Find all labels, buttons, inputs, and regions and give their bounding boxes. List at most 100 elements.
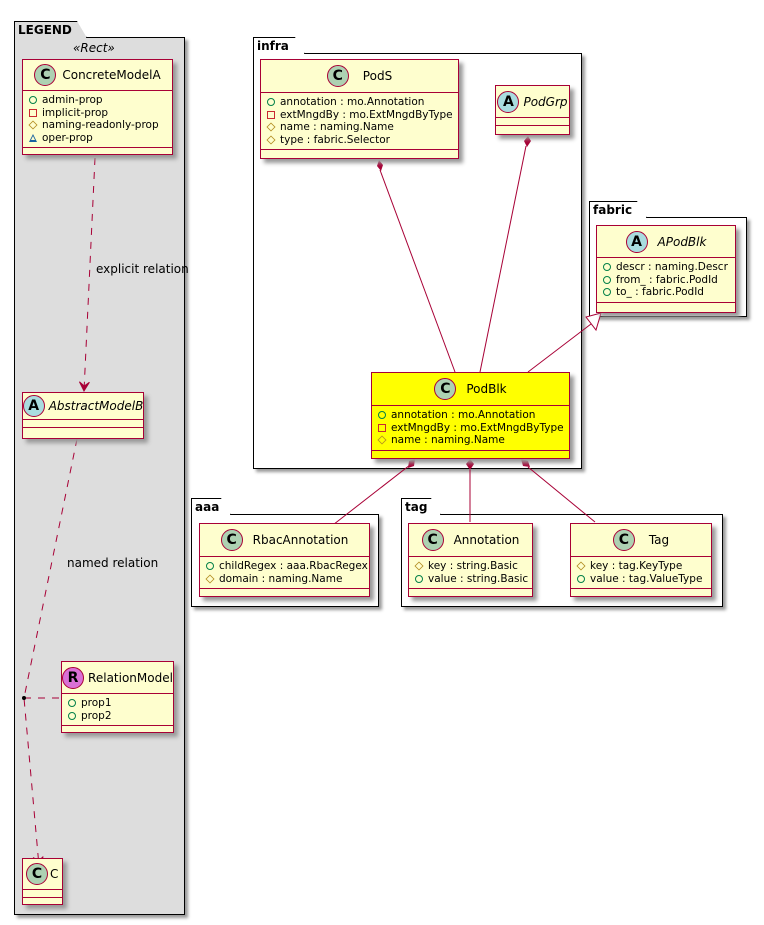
attribute-list: childRegex : aaa.RbacRegex domain : nami…: [200, 557, 369, 589]
private-icon: [267, 110, 275, 119]
class-c[interactable]: C C: [22, 858, 63, 905]
attribute-list: [496, 118, 569, 126]
public-icon: [206, 562, 214, 571]
class-header: C ConcreteModelA: [23, 60, 172, 91]
attribute: naming-readonly-prop: [28, 119, 166, 132]
class-name: AbstractModelB: [48, 399, 144, 413]
class-name: PodS: [362, 69, 393, 83]
protected-icon: [28, 120, 38, 130]
package-visibility-icon: [29, 133, 37, 142]
generalization-triangle: [585, 312, 602, 332]
attribute: value : tag.ValueType: [577, 573, 705, 586]
class-name: PodBlk: [466, 382, 507, 396]
abstract-class-icon: A: [22, 395, 45, 417]
package-aaa-tab: aaa: [191, 498, 231, 515]
attribute: name : naming.Name: [377, 434, 563, 447]
class-apodblk[interactable]: A APodBlk descr : naming.Descr from_ : f…: [596, 225, 736, 313]
attribute: value : string.Basic: [415, 573, 528, 586]
attribute: to_ : fabric.PodId: [603, 286, 729, 299]
class-concrete-model-a[interactable]: C ConcreteModelA admin-prop implicit-pro…: [22, 59, 173, 155]
public-icon: [68, 711, 76, 720]
class-header: C C: [23, 859, 62, 890]
class-c-icon: C: [26, 863, 48, 885]
abstract-class-icon: A: [625, 230, 648, 253]
class-c-icon: C: [612, 529, 635, 551]
public-icon: [29, 96, 37, 105]
class-header: C PodS: [261, 60, 458, 93]
package-legend-tab: LEGEND: [14, 21, 87, 38]
class-name: C: [50, 867, 59, 881]
class-name: RbacAnnotation: [252, 533, 349, 547]
class-c-icon: C: [434, 378, 457, 400]
public-icon: [68, 699, 76, 708]
attribute-list: prop1 prop2: [62, 694, 173, 726]
attribute: extMngdBy : mo.ExtMngdByType: [267, 109, 453, 122]
public-icon: [603, 263, 611, 272]
class-tag[interactable]: C Tag key : tag.KeyType value : tag.Valu…: [570, 523, 712, 597]
protected-icon: [266, 135, 276, 145]
public-icon: [603, 275, 611, 284]
relation-podblk-rbac: [328, 464, 411, 529]
attribute-list: annotation : mo.Annotation extMngdBy : m…: [261, 93, 458, 150]
class-relation-model[interactable]: R RelationModel prop1 prop2: [61, 661, 174, 733]
public-icon: [378, 411, 386, 420]
private-icon: [378, 423, 386, 432]
attribute-list: descr : naming.Descr from_ : fabric.PodI…: [597, 258, 735, 303]
package-infra-tab: infra: [253, 37, 305, 54]
composition-diamond-rbac: [408, 459, 415, 468]
public-icon: [577, 574, 585, 583]
class-c-icon: C: [326, 65, 349, 87]
abstract-class-icon: A: [497, 90, 520, 113]
package-fabric-tab: fabric: [589, 201, 647, 218]
class-header: A PodGrp: [496, 86, 569, 118]
class-c-icon: C: [421, 529, 444, 551]
class-annotation[interactable]: C Annotation key : string.Basic value : …: [408, 523, 533, 597]
class-rbac-annotation[interactable]: C RbacAnnotation childRegex : aaa.RbacRe…: [199, 523, 370, 597]
relation-pods-podblk: [379, 169, 456, 373]
class-header: C Tag: [571, 524, 711, 557]
class-podblk[interactable]: C PodBlk annotation : mo.Annotation extM…: [371, 372, 570, 459]
class-name: RelationModel: [88, 670, 173, 685]
composition-diamond-tag: [521, 459, 530, 467]
attribute: key : tag.KeyType: [576, 560, 705, 573]
attribute: annotation : mo.Annotation: [378, 409, 563, 422]
relation-podblk-tag: [527, 466, 596, 523]
attribute: name : naming.Name: [266, 121, 452, 134]
label-explicit-relation: explicit relation: [96, 262, 189, 276]
attribute: implicit-prop: [29, 107, 166, 120]
class-header: R RelationModel: [62, 662, 173, 694]
class-pods[interactable]: C PodS annotation : mo.Annotation extMng…: [260, 59, 459, 159]
attribute: oper-prop: [29, 132, 166, 145]
relation-podblk-apodblk: [527, 323, 592, 373]
attribute: from_ : fabric.PodId: [603, 274, 729, 287]
protected-icon: [414, 561, 424, 571]
attribute-list: admin-prop implicit-prop naming-readonly…: [23, 91, 172, 148]
attribute: descr : naming.Descr: [603, 261, 729, 274]
attribute: annotation : mo.Annotation: [267, 96, 452, 109]
class-c-icon: C: [220, 529, 243, 551]
attribute-list: annotation : mo.Annotation extMngdBy : m…: [372, 406, 569, 451]
private-icon: [29, 108, 37, 117]
attribute: prop1: [68, 697, 167, 710]
class-name: PodGrp: [523, 94, 568, 109]
class-podgrp[interactable]: A PodGrp: [495, 85, 570, 135]
class-c-icon: C: [34, 64, 57, 86]
public-icon: [603, 288, 611, 297]
attribute-list: key : string.Basic value : string.Basic: [409, 557, 532, 589]
class-name: Tag: [648, 533, 670, 547]
label-named-relation: named relation: [67, 556, 159, 570]
class-name: Annotation: [453, 533, 520, 547]
composition-diamond-annotation: [466, 459, 474, 470]
public-icon: [415, 574, 423, 583]
class-header: A AbstractModelB: [22, 393, 144, 420]
relation-podgrp-podblk: [479, 145, 527, 373]
relation-class-icon: R: [62, 666, 85, 689]
class-abstract-model-b[interactable]: A AbstractModelB: [22, 392, 144, 439]
package-legend: [14, 37, 185, 915]
relation-named: [23, 438, 78, 868]
legend-stereotype: «Rect»: [73, 41, 115, 55]
attribute: childRegex : aaa.RbacRegex: [206, 560, 368, 573]
class-header: C PodBlk: [372, 373, 569, 406]
class-name: ConcreteModelA: [62, 68, 161, 82]
